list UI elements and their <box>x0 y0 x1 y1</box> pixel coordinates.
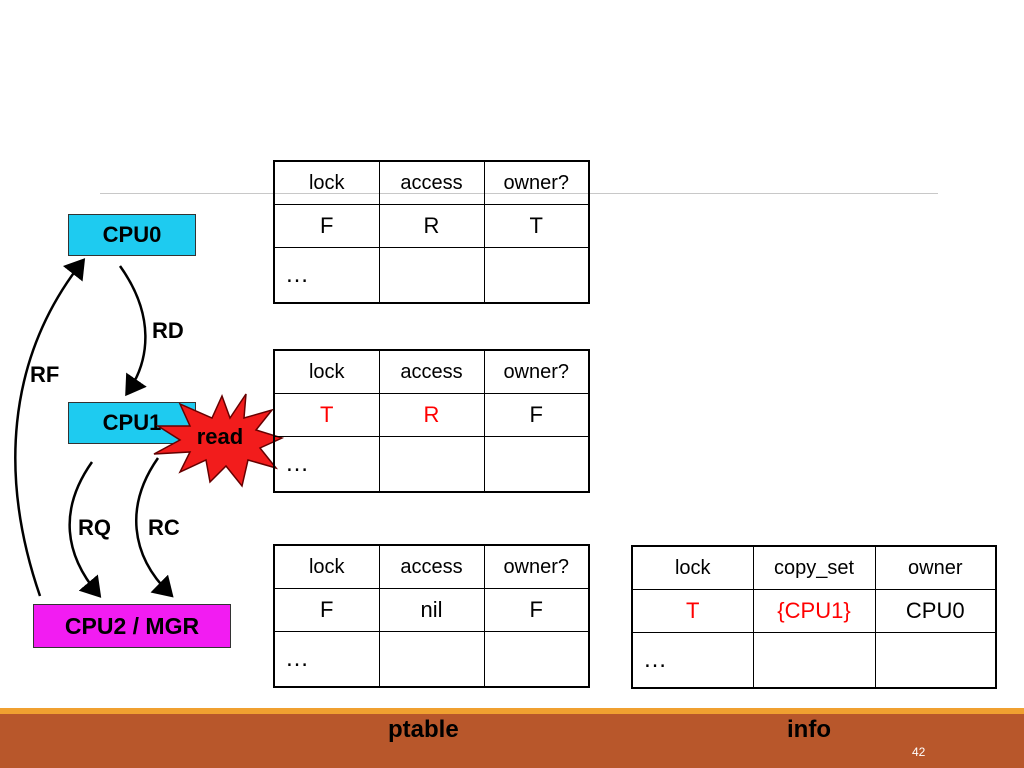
table-cell-highlight: {CPU1} <box>752 589 876 633</box>
table-cell <box>874 632 997 689</box>
table-cell: T <box>483 204 590 248</box>
table-cell: F <box>483 393 590 437</box>
table-ellipsis: … <box>273 436 380 493</box>
mgr-label: CPU2 / MGR <box>64 612 200 639</box>
table-cell-highlight: R <box>378 393 485 437</box>
table-header-cell: owner? <box>483 160 590 205</box>
table-cell <box>483 631 590 688</box>
table-ellipsis: … <box>273 247 380 304</box>
arrow-rd <box>118 265 147 397</box>
ptable-mgr: lock access owner? F nil F … <box>273 544 590 688</box>
table-header-cell: lock <box>273 544 380 589</box>
cpu0-label: CPU0 <box>102 222 162 247</box>
info-table: lock copy_set owner T {CPU1} CPU0 … <box>631 545 997 689</box>
ptable-caption: ptable <box>388 716 459 743</box>
ptable-cpu0: lock access owner? F R T … <box>273 160 590 304</box>
arrow-rq <box>68 461 102 598</box>
table-header-cell: lock <box>273 160 380 205</box>
table-cell <box>378 436 485 493</box>
cpu1-node: CPU1 <box>68 402 196 444</box>
page-number: 42 <box>912 745 926 759</box>
table-cell <box>378 247 485 304</box>
table-header-cell: owner <box>874 545 997 590</box>
table-header-cell: lock <box>273 349 380 394</box>
arrow-label-rq: RQ <box>78 515 111 540</box>
table-cell <box>483 247 590 304</box>
table-cell-highlight: T <box>273 393 380 437</box>
cpu0-node: CPU0 <box>68 214 196 256</box>
table-cell-highlight: T <box>631 589 754 633</box>
table-cell <box>378 631 485 688</box>
arrow-rf <box>14 258 86 597</box>
table-cell: nil <box>378 588 485 632</box>
table-header-cell: owner? <box>483 544 590 589</box>
table-ellipsis: … <box>631 632 754 689</box>
table-cell: F <box>483 588 590 632</box>
table-cell <box>752 632 876 689</box>
table-header-cell: access <box>378 160 485 205</box>
arrow-label-rd: RD <box>152 318 184 343</box>
footer-accent-line <box>0 708 1024 714</box>
table-cell: R <box>378 204 485 248</box>
table-header-cell: lock <box>631 545 754 590</box>
footer-bar <box>0 714 1024 768</box>
cpu1-label: CPU1 <box>102 410 162 435</box>
arrow-label-rc: RC <box>148 515 180 540</box>
table-cell: F <box>273 588 380 632</box>
info-caption: info <box>787 716 831 743</box>
arrow-label-rf: RF <box>30 362 60 387</box>
table-header-cell: access <box>378 349 485 394</box>
table-header-cell: copy_set <box>752 545 876 590</box>
ptable-cpu1: lock access owner? T R F … <box>273 349 590 493</box>
table-cell <box>483 436 590 493</box>
table-cell: CPU0 <box>874 589 997 633</box>
table-cell: F <box>273 204 380 248</box>
table-header-cell: access <box>378 544 485 589</box>
arrow-rc <box>135 457 174 598</box>
table-ellipsis: … <box>273 631 380 688</box>
mgr-node: CPU2 / MGR <box>33 604 231 648</box>
read-event-label: read <box>196 424 244 449</box>
table-header-cell: owner? <box>483 349 590 394</box>
